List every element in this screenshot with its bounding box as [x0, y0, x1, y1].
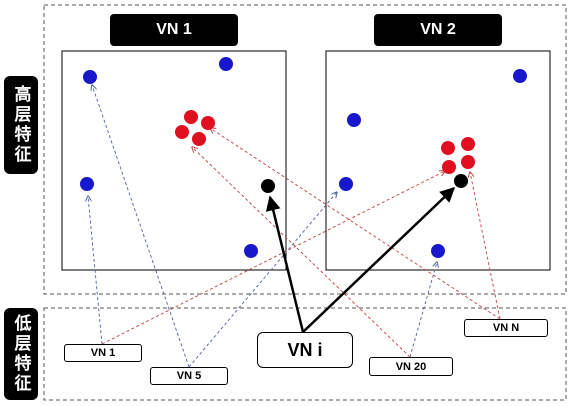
- dashed-arrow-vnN-to-red: [210, 128, 501, 320]
- vn1-red-point: [192, 132, 206, 146]
- high-level-feature-label: 高层特征: [4, 76, 38, 174]
- solid-arrow-to-vn2: [302, 186, 456, 333]
- vn2-panel-title: VN 2: [374, 14, 502, 46]
- points: [80, 57, 527, 258]
- vn2-black-point: [454, 174, 468, 188]
- vn1-red-point: [184, 110, 198, 124]
- vn1-blue-point: [83, 70, 97, 84]
- vn2-blue-point: [431, 244, 445, 258]
- vn2-blue-point: [339, 177, 353, 191]
- vn2-panel: [325, 50, 551, 271]
- vn2-red-point: [461, 137, 475, 151]
- dashed-arrows: [88, 85, 501, 368]
- vn1-label: VN 1: [64, 344, 142, 362]
- low-level-feature-label: 低层特征: [4, 308, 38, 400]
- vn20-label: VN 20: [369, 357, 453, 376]
- dashed-arrow-vn1-to-blue: [88, 196, 103, 345]
- vn1-red-point: [201, 116, 215, 130]
- vn-i-label: VN i: [257, 332, 353, 368]
- high-level-region: [43, 4, 567, 295]
- vnN-label: VN N: [464, 319, 548, 337]
- vn1-blue-point: [219, 57, 233, 71]
- vn2-blue-point: [513, 69, 527, 83]
- solid-arrow-to-vn1: [265, 195, 305, 333]
- dashed-arrow-vn20-to-blue: [409, 262, 437, 358]
- vn1-red-point: [175, 125, 189, 139]
- vn1-blue-point: [244, 244, 258, 258]
- vn1-blue-point: [80, 177, 94, 191]
- vn5-label: VN 5: [150, 367, 228, 385]
- vn2-red-point: [461, 155, 475, 169]
- vn2-red-point: [442, 160, 456, 174]
- dashed-arrow-vn1-to-red: [101, 171, 445, 345]
- low-level-region: [43, 307, 567, 401]
- vn2-red-point: [441, 141, 455, 155]
- vn1-panel: [61, 50, 287, 271]
- vn1-black-point: [261, 179, 275, 193]
- dashed-arrow-vn5-to-blue: [92, 85, 190, 368]
- vn2-blue-point: [347, 113, 361, 127]
- dashed-arrow-vn20-to-red: [192, 147, 411, 358]
- vn1-panel-title: VN 1: [110, 14, 238, 46]
